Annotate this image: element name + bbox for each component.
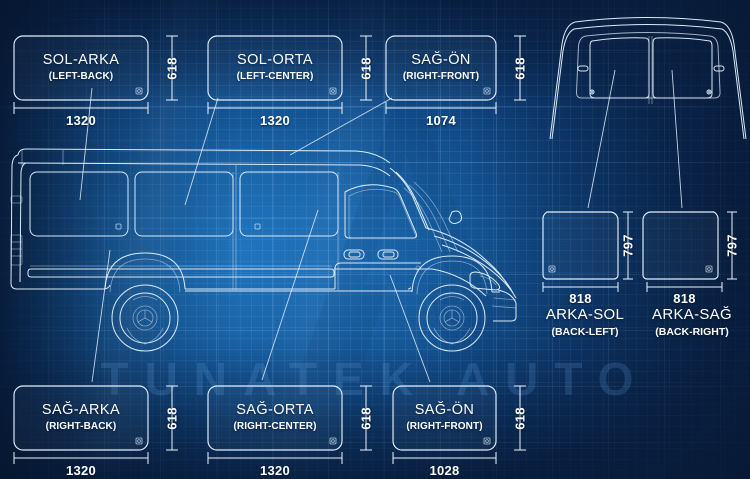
van-rear-view-drawing xyxy=(550,18,746,140)
dimension-text-height-sag-orta: 618 xyxy=(358,407,374,430)
panel-label-en: (LEFT-CENTER) xyxy=(236,70,314,82)
panel-label-en: (LEFT-BACK) xyxy=(48,70,114,82)
dimension-text-height-arka-sol: 797 xyxy=(620,234,636,257)
dimension-width-sol-arka xyxy=(13,102,149,114)
dimension-text-width-arka-sol: 818 xyxy=(569,291,592,306)
panel-label-en: (BACK-RIGHT) xyxy=(655,325,729,338)
van-side-view-drawing xyxy=(11,149,516,351)
mercedes-star-icon-rear xyxy=(136,309,154,327)
dimension-height-sag-on-bottom xyxy=(514,385,526,451)
dimension-width-arka-sol xyxy=(542,282,619,292)
dimension-height-arka-sag xyxy=(727,211,737,280)
dimension-text-width-sag-on-top: 1074 xyxy=(425,113,457,128)
dimension-text-width-arka-sag: 818 xyxy=(673,291,696,306)
dimension-height-sol-arka xyxy=(166,35,178,101)
panel-shape-arka-sol xyxy=(542,211,619,280)
panel-label-tr: ARKA-SAĞ xyxy=(652,306,732,323)
dimension-text-width-sol-orta: 1320 xyxy=(259,113,291,128)
watermark-text: TUNATEK AUTO xyxy=(100,353,650,405)
dimension-width-sag-on-top xyxy=(385,102,497,114)
dimension-height-sag-orta xyxy=(360,385,372,451)
dimension-text-height-arka-sag: 797 xyxy=(724,234,740,257)
panel-shape-sol-orta xyxy=(207,35,343,101)
dimension-text-height-sag-arka: 618 xyxy=(164,407,180,430)
panel-label-tr: SAĞ-ARKA xyxy=(41,402,121,418)
dimension-text-width-sag-arka: 1320 xyxy=(65,463,97,478)
dimension-text-height-sol-orta: 618 xyxy=(358,57,374,80)
panel-label-sag-arka: SAĞ-ARKA (RIGHT-BACK) xyxy=(14,402,148,432)
panel-label-tr: SOL-ORTA xyxy=(237,52,313,68)
door-handle-sliding xyxy=(343,249,365,260)
dimension-height-arka-sol xyxy=(623,211,633,280)
panel-label-en: (RIGHT-FRONT) xyxy=(402,70,480,82)
panel-shape-sag-arka xyxy=(13,385,149,451)
dimension-width-sol-orta xyxy=(207,102,343,114)
panel-label-sol-arka: SOL-ARKA (LEFT-BACK) xyxy=(14,52,148,82)
dimension-text-width-sol-arka: 1320 xyxy=(65,113,97,128)
panel-label-en: (RIGHT-CENTER) xyxy=(233,420,317,432)
dimension-width-sag-arka xyxy=(13,452,149,464)
panel-shape-sag-orta xyxy=(207,385,343,451)
panel-label-sag-on-top: SAĞ-ÖN (RIGHT-FRONT) xyxy=(386,52,496,82)
panel-label-en: (BACK-LEFT) xyxy=(551,325,619,338)
panel-label-tr: ARKA-SOL xyxy=(545,306,625,323)
panel-label-tr: SOL-ARKA xyxy=(42,52,120,68)
dimension-width-arka-sag xyxy=(646,282,723,292)
panel-label-en: (RIGHT-FRONT) xyxy=(406,420,483,432)
panel-shape-sag-on-bottom xyxy=(392,385,497,451)
dimension-text-height-sol-arka: 618 xyxy=(164,57,180,80)
panel-shape-sol-arka xyxy=(13,35,149,101)
dimension-width-sag-orta xyxy=(207,452,343,464)
dimension-text-width-sag-on-bottom: 1028 xyxy=(429,463,460,478)
dimension-text-width-sag-orta: 1320 xyxy=(259,463,291,478)
panel-label-tr: SAĞ-ÖN xyxy=(411,52,471,68)
panel-label-tr: SAĞ-ÖN xyxy=(414,402,475,418)
panel-shape-sag-on-top xyxy=(385,35,497,101)
dimension-text-height-sag-on-bottom: 618 xyxy=(512,407,528,430)
dimension-height-sol-orta xyxy=(360,35,372,101)
dimension-width-sag-on-bottom xyxy=(392,452,497,464)
panel-label-sag-on-bottom: SAĞ-ÖN (RIGHT-FRONT) xyxy=(393,402,496,432)
panel-label-en: (RIGHT-BACK) xyxy=(45,420,117,432)
panel-label-arka-sag: ARKA-SAĞ (BACK-RIGHT) xyxy=(637,306,747,338)
panel-label-sol-orta: SOL-ORTA (LEFT-CENTER) xyxy=(208,52,342,82)
panel-label-tr: SAĞ-ORTA xyxy=(236,402,314,418)
dimension-text-height-sag-on-top: 618 xyxy=(512,57,528,80)
mercedes-star-icon-front xyxy=(443,309,461,327)
leader-lines xyxy=(79,69,683,383)
dimension-height-sag-arka xyxy=(166,385,178,451)
door-handle-driver xyxy=(377,249,399,260)
panel-label-sag-orta: SAĞ-ORTA (RIGHT-CENTER) xyxy=(208,402,342,432)
panel-label-arka-sol: ARKA-SOL (BACK-LEFT) xyxy=(535,306,635,338)
dimension-height-sag-on-top xyxy=(514,35,526,101)
panel-shape-arka-sag xyxy=(642,211,719,280)
